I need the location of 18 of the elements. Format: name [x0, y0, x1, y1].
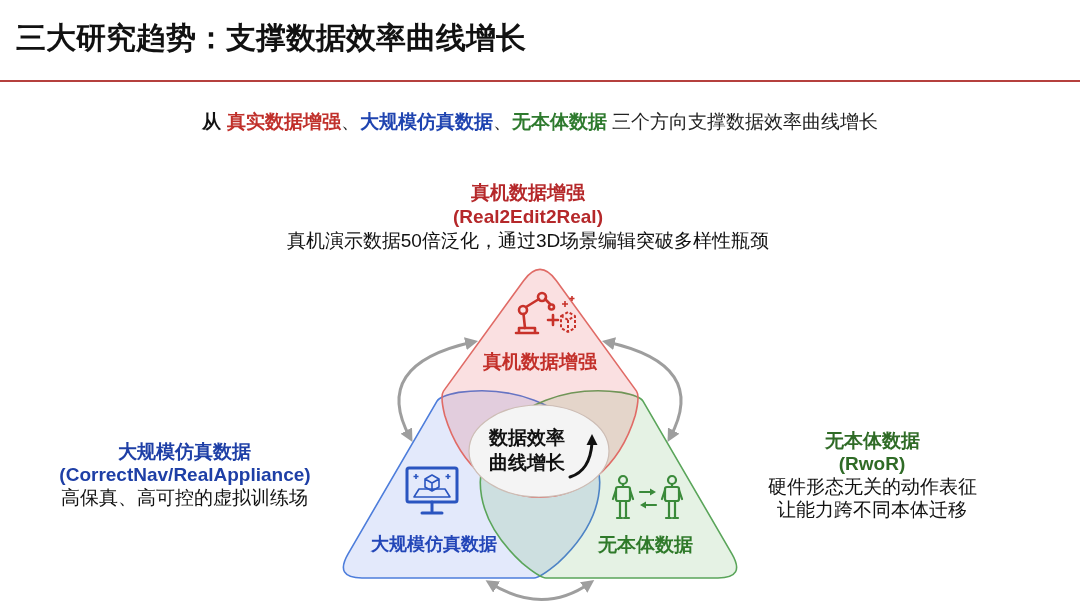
node-label: 无本体数据 [597, 532, 693, 557]
caption-heading: 真机数据增强 [471, 181, 585, 205]
subtitle: 从 真实数据增强、大规模仿真数据、无本体数据 三个方向支撑数据效率曲线增长 [202, 110, 878, 134]
caption-heading: 无本体数据 [824, 429, 920, 452]
title: 三大研究趋势：支撑数据效率曲线增长 [16, 20, 526, 56]
curved-arrow [485, 580, 595, 601]
caption-text: 高保真、高可控的虚拟训练场 [61, 486, 309, 509]
node-label: 真机数据增强 [483, 349, 597, 374]
caption-subheading: (CorrectNav/RealAppliance) [59, 463, 311, 486]
curved-arrow [601, 337, 683, 443]
caption-text: 硬件形态无关的动作表征让能力跨不同本体迁移 [766, 475, 978, 521]
caption-subheading: (Real2Edit2Real) [453, 205, 603, 229]
curved-arrow [397, 337, 479, 443]
caption-subheading: (RwoR) [838, 452, 906, 475]
node-label: 数据效率曲线增长 [488, 426, 566, 475]
caption-text: 真机演示数据50倍泛化，通过3D场景编辑突破多样性瓶颈 [286, 229, 770, 253]
caption-heading: 大规模仿真数据 [118, 440, 252, 463]
node-label: 大规模仿真数据 [371, 533, 497, 557]
